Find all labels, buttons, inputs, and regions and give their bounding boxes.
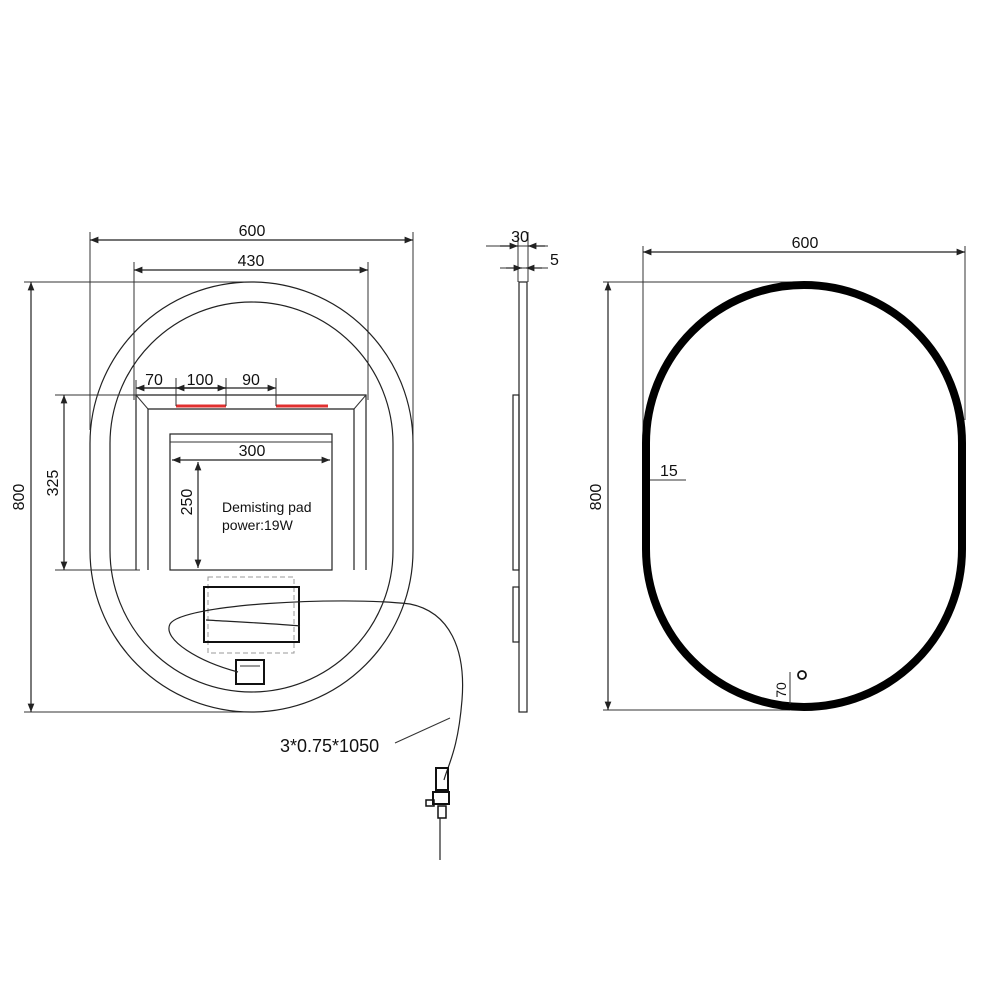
dim-pad-zone-height: 325: [45, 470, 62, 497]
dim-depth-total: 30: [511, 229, 529, 246]
pad-label-line1: Demisting pad: [222, 499, 312, 515]
dim-inner-width: 430: [238, 253, 265, 270]
mirror-side-profile: [518, 281, 528, 713]
led-driver-box: [203, 586, 300, 643]
dim-seg-mid: 100: [187, 372, 214, 389]
mirror-outer-outline: [89, 281, 414, 713]
dim-pad-width: 300: [239, 443, 266, 460]
dim-seg-left: 70: [145, 372, 163, 389]
dim-frame-thickness: 15: [660, 463, 678, 480]
bracket-upper: [512, 394, 520, 571]
back-view: 600 800 15 70: [588, 235, 966, 711]
cable-spec: 3*0.75*1050: [280, 736, 379, 756]
dim-depth-glass: 5: [550, 252, 559, 269]
hanging-hole: [797, 670, 807, 680]
dim-bottom-offset: 70: [773, 682, 789, 698]
power-cable: [168, 600, 464, 781]
dim-seg-right: 90: [242, 372, 260, 389]
led-strip-bracket-inner: [147, 408, 355, 570]
dim-outer-height: 800: [11, 484, 28, 511]
pad-label-line2: power:19W: [222, 517, 294, 533]
dim-back-height: 800: [588, 484, 605, 511]
plug-body: [435, 767, 449, 791]
dim-outer-width: 600: [239, 223, 266, 240]
front-view: 600 430 800 325 70 100 9: [11, 223, 464, 860]
demisting-pad: [169, 433, 333, 571]
dim-back-width: 600: [792, 235, 819, 252]
side-view: 30 5: [486, 229, 559, 713]
bracket-lower: [512, 586, 520, 643]
back-frame: [642, 281, 966, 711]
led-strip-bracket: [135, 394, 367, 570]
driver-dashed-outline: [207, 576, 295, 654]
dim-pad-height: 250: [179, 489, 196, 516]
mirror-inner-outline: [109, 301, 394, 693]
touch-switch: [235, 659, 265, 685]
